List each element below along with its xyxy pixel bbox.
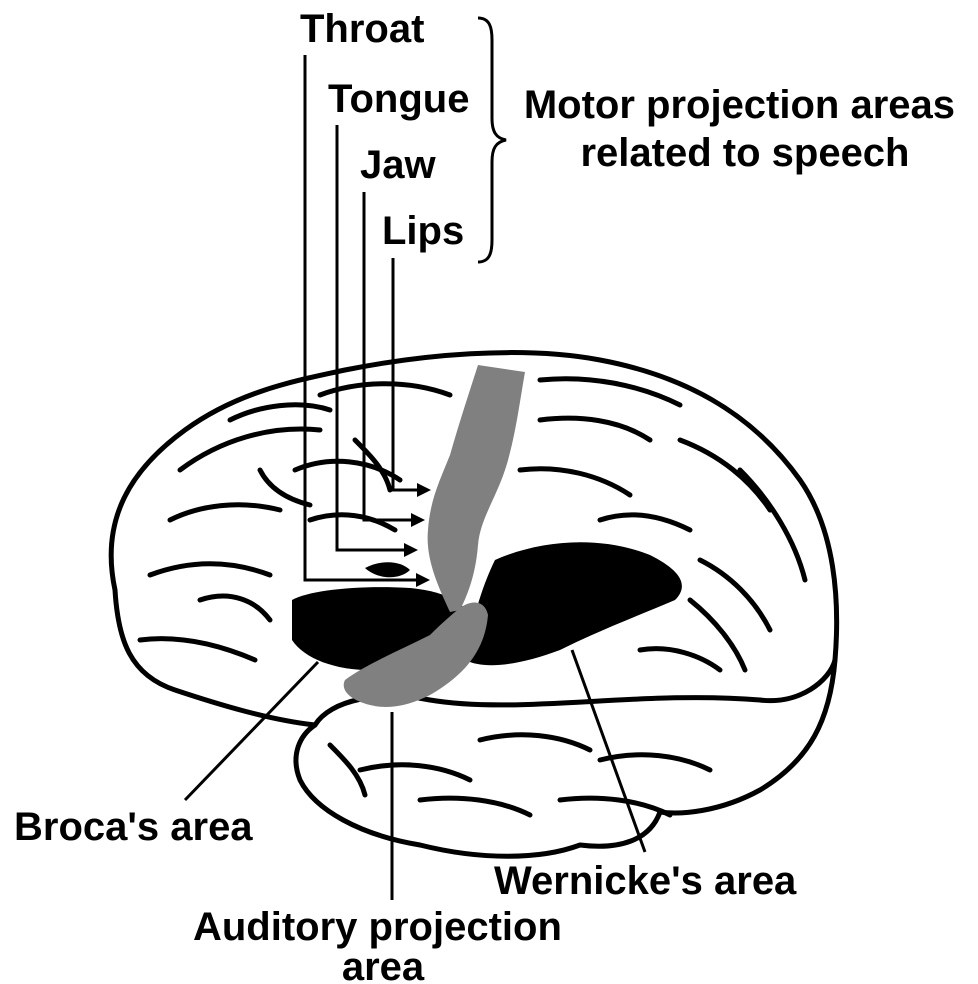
auditory-projection-label: Auditory projection area [193,905,573,984]
lips-arrowhead [417,483,431,497]
motor-group-brace [478,18,506,262]
jaw-arrowhead [411,513,425,527]
throat-region-spot [365,562,410,577]
tongue-arrowhead [404,543,418,557]
throat-leader-line [305,55,418,580]
lips-leader-line [393,258,418,490]
broca-label: Broca's area [14,805,253,849]
throat-label: Throat [300,7,424,51]
wernicke-leader-line [572,650,645,852]
motor-projection-label: Motor projection areas related to speech [524,83,966,175]
tongue-leader-line [337,125,405,550]
auditory-projection-label-line1: Auditory projection [193,905,562,949]
motor-projection-label-line2: related to speech [580,131,909,175]
throat-arrowhead [416,573,430,587]
motor-projection-label-line1: Motor projection areas [524,83,955,127]
wernicke-label: Wernicke's area [494,859,797,903]
jaw-label: Jaw [360,143,436,187]
lips-label: Lips [382,209,464,253]
tongue-label: Tongue [328,77,469,121]
auditory-projection-label-line2: area [342,945,425,984]
